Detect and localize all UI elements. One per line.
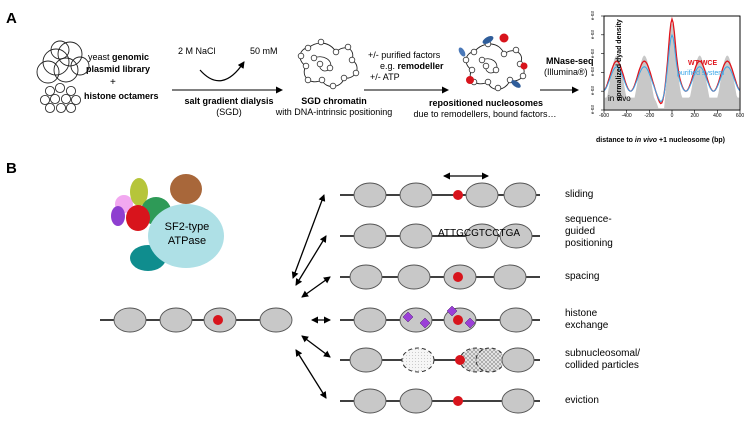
salt-low-label: 50 mM [250,46,278,56]
salt-gradient-arrow [199,61,245,82]
xtick-label: -400 [621,113,632,119]
dna-sequence: ATTGCGTCCTGA [438,228,521,239]
subunit-yellow [130,178,148,206]
outcome-collided: collided particles [565,360,639,371]
condition-1: +/- purified factors [368,50,441,60]
xlabel-italic: in vivo [634,137,658,144]
subunit-brown [170,174,202,204]
series-purified-system [603,33,741,103]
xtick-label: 600 [735,113,745,119]
outcome-subnucleosomal: subnucleosomal/ [565,348,641,359]
input-line1-bold: genomic [112,52,150,62]
xlabel-post: +1 nucleosome (bp) [659,137,725,144]
chromatin-title: SGD chromatin [301,96,367,106]
ytick-label: e-03 [589,11,595,21]
chromatin-subtitle: with DNA-intrinsic positioning [275,107,393,117]
outcome-guided: guided [565,226,596,237]
step1-line1: salt gradient dialysis [184,96,274,106]
repositioned-subtitle: due to remodellers, bound factors… [413,109,557,119]
row-subnucleosomal [340,347,540,373]
row-histone-exchange [340,305,540,333]
condition-2-prefix: e.g. [380,61,396,71]
outcome-positioning: positioning [565,238,613,249]
starting-nucleosome-array [100,307,293,333]
row-spacing [340,264,540,290]
outcome-spacing: spacing [565,271,600,282]
row-sliding [340,172,540,208]
remodeller-complex [111,174,224,271]
xtick-label: 200 [690,113,699,119]
atpase-label-line1: SF2-type [164,221,210,233]
input-genomic-line: yeast genomic [88,52,149,62]
input-line1: yeast [88,52,110,62]
xtick-label: -600 [598,113,609,119]
xlabel-pre: distance to [596,137,633,144]
outcome-eviction: eviction [565,395,599,406]
ytick-label: e-03 [589,67,595,77]
condition-3: +/- ATP [370,72,400,82]
panel-b-label: B [6,160,17,177]
repositioned-chromatin-icon [458,33,528,92]
atpase-label-line2: ATPase [167,235,207,247]
outcome-histone: histone [565,308,598,319]
xtick-label: 0 [670,113,674,119]
ytick-label: e-03 [589,48,595,58]
mnase-title: MNase-seq [546,56,594,66]
mnase-subtitle: (Illumina®) [544,67,588,77]
panel-a-label: A [6,10,17,27]
outcome-sliding: sliding [565,189,594,200]
sgd-chromatin-icon [297,38,360,90]
plasmid-library-icon [36,40,90,84]
histone-octamers-icon [39,82,82,114]
condition-2-bold: remodeller [397,61,444,71]
atpase-subunit [148,204,224,268]
xtick-label: 400 [713,113,722,119]
subunit-purple [111,206,125,226]
xtick-label: -200 [644,113,655,119]
row-sequence-guided [340,223,540,249]
plus-sign: + [110,77,116,88]
outcome-exchange: exchange [565,320,609,331]
legend-purified: purified system [677,70,725,77]
input-line2: plasmid library [86,64,151,74]
outcome-sequence: sequence- [565,214,612,225]
legend-wt: WT WCE [688,60,718,67]
ytick-label: e-03 [589,86,595,96]
outcome-arrows [291,194,331,399]
subunit-red [126,205,150,231]
input-line3: histone octamers [84,91,159,101]
dyad-density-plot [601,15,741,113]
repositioned-title: repositioned nucleosomes [428,98,544,108]
row-eviction [340,388,540,414]
legend-in-vivo: in vivo [608,94,631,103]
series-in-vivo [604,23,740,110]
salt-high-label: 2 M NaCl [178,46,216,56]
ytick-label: e-03 [589,29,595,39]
condition-2: e.g. remodeller [380,61,444,71]
plot-xlabel: distance to in vivo +1 nucleosome (bp) [596,137,725,145]
step1-line2: (SGD) [216,107,242,117]
ytick-label: e-03 [589,105,595,115]
